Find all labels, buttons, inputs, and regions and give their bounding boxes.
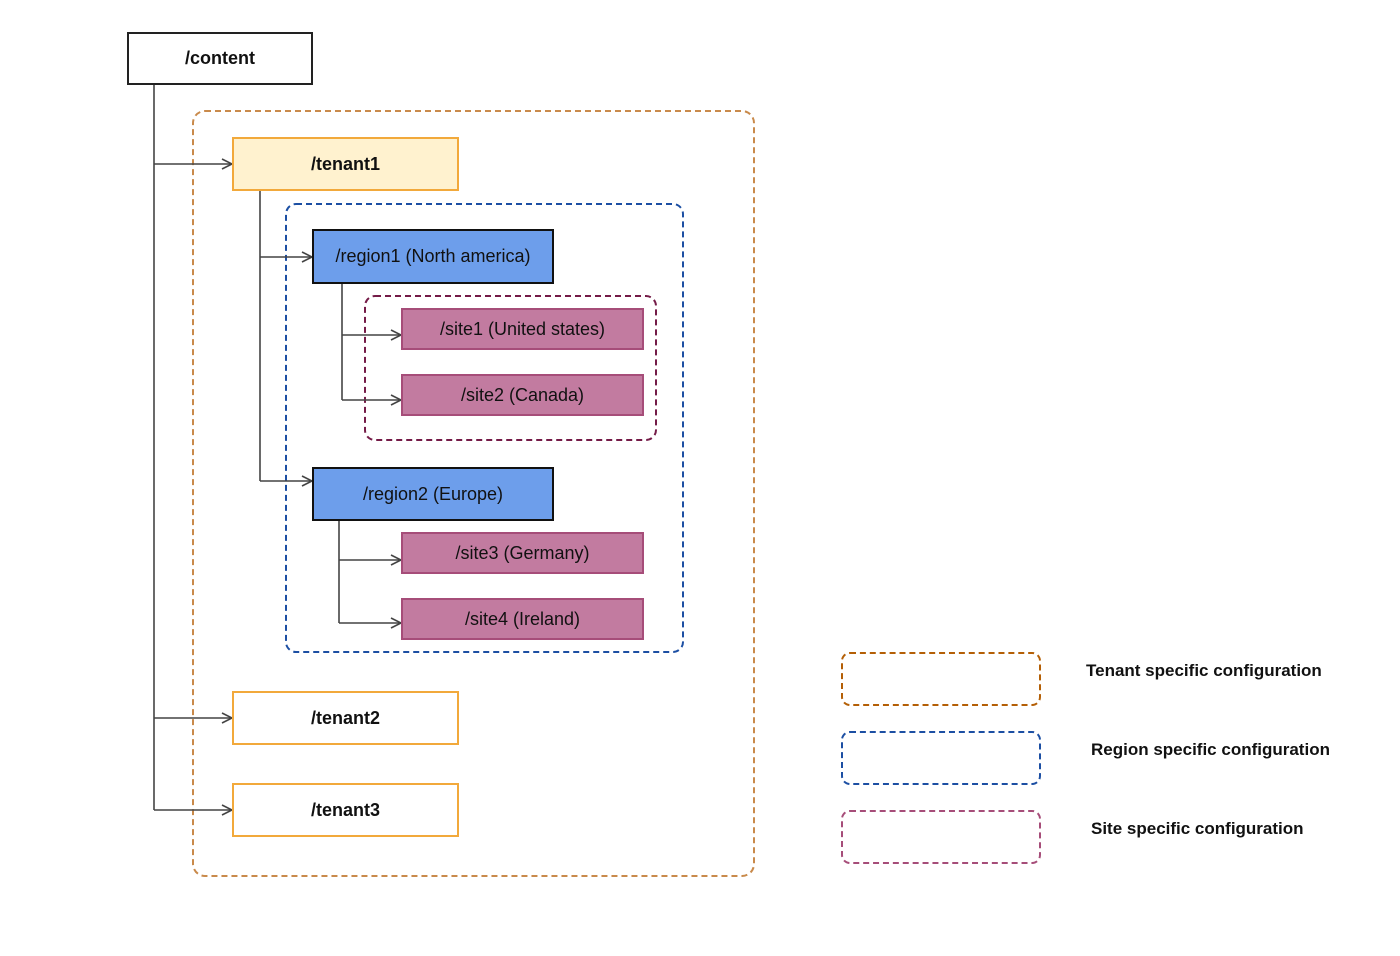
legend-swatch-region	[841, 731, 1041, 785]
node-site1: /site1 (United states)	[401, 308, 644, 350]
node-content: /content	[127, 32, 313, 85]
legend-label-site: Site specific configuration	[1091, 819, 1304, 838]
node-tenant1: /tenant1	[232, 137, 459, 191]
node-tenant2: /tenant2	[232, 691, 459, 745]
legend-label-region: Region specific configuration	[1091, 740, 1330, 759]
legend-label-tenant: Tenant specific configuration	[1086, 661, 1322, 680]
legend-swatch-site	[841, 810, 1041, 864]
node-region1: /region1 (North america)	[312, 229, 554, 284]
node-site2: /site2 (Canada)	[401, 374, 644, 416]
node-site3: /site3 (Germany)	[401, 532, 644, 574]
site-group-boundary	[364, 295, 657, 441]
node-tenant3: /tenant3	[232, 783, 459, 837]
legend-swatch-tenant	[841, 652, 1041, 706]
tenant-group-boundary	[192, 110, 755, 877]
node-site4: /site4 (Ireland)	[401, 598, 644, 640]
node-region2: /region2 (Europe)	[312, 467, 554, 521]
region-group-boundary	[285, 203, 684, 653]
